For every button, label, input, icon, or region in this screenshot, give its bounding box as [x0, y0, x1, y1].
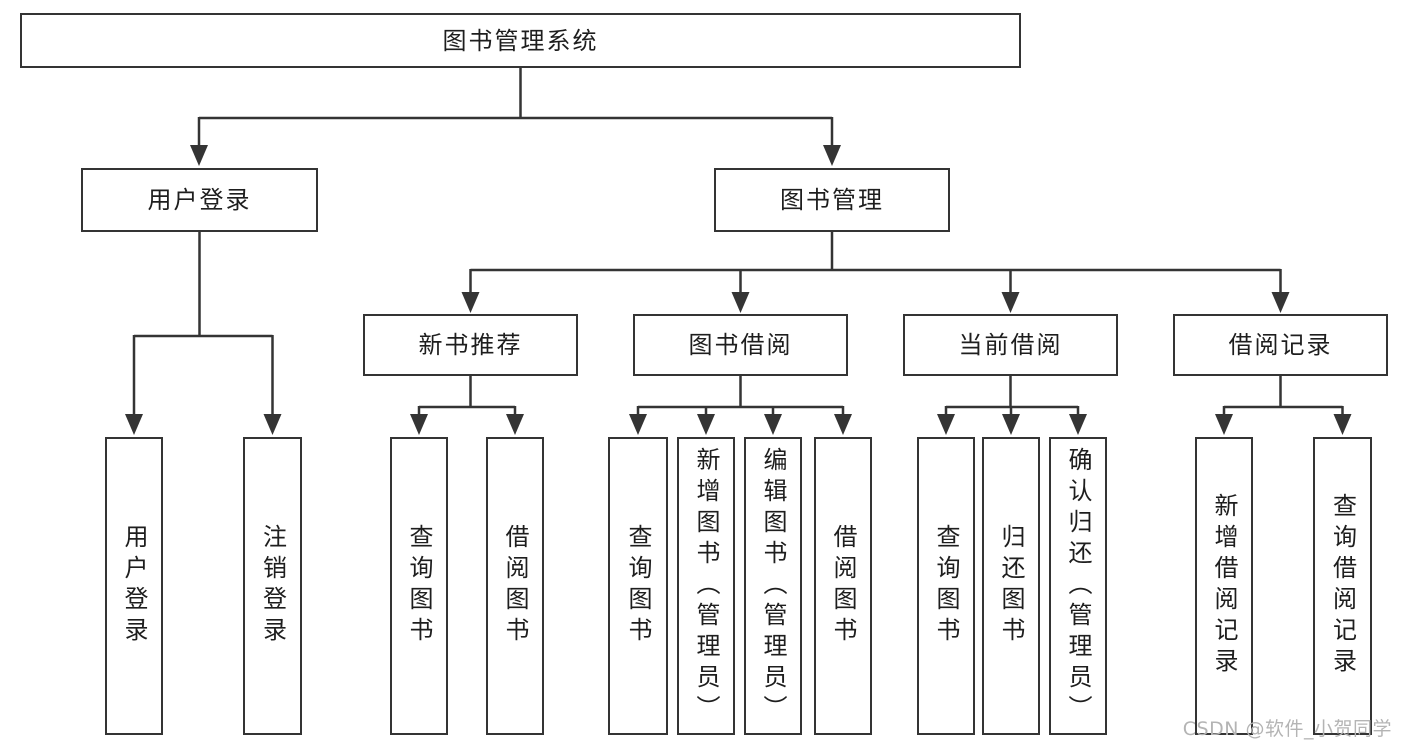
arrow-down-icon [697, 414, 715, 435]
node-borrow-records: 借阅记录 [1173, 314, 1388, 376]
leaf-recommend-borrow-books: 借阅图书 [486, 437, 544, 735]
arrow-down-icon [1069, 414, 1087, 435]
node-current-borrow: 当前借阅 [903, 314, 1118, 376]
arrow-down-icon [461, 292, 480, 313]
node-book-management-label: 图书管理 [780, 186, 884, 214]
leaf-borrow-query-books-label: 查询图书 [624, 524, 652, 648]
node-borrow-records-label: 借阅记录 [1228, 331, 1333, 359]
connector-records-group [1222, 376, 1344, 419]
node-book-borrow: 图书借阅 [633, 314, 848, 376]
connector-manage-group [469, 232, 1282, 297]
connector-recommend-group [417, 376, 517, 419]
leaf-user-login: 用户登录 [105, 437, 163, 735]
arrow-down-icon [731, 292, 750, 313]
leaf-recommend-query-books-label: 查询图书 [405, 524, 433, 648]
leaf-borrow-borrow-books-label: 借阅图书 [829, 524, 857, 648]
leaf-borrow-edit-books-admin-label: 编辑图书（管理员） [759, 446, 787, 726]
node-book-borrow-label: 图书借阅 [688, 331, 793, 359]
node-new-book-recommend-label: 新书推荐 [418, 331, 523, 359]
leaf-borrow-query-books: 查询图书 [608, 437, 668, 735]
connector-borrow-group [636, 376, 845, 419]
node-root-label: 图书管理系统 [442, 26, 599, 55]
leaf-records-add-record: 新增借阅记录 [1195, 437, 1253, 735]
node-user-login-label: 用户登录 [147, 186, 252, 214]
leaf-current-confirm-return-admin-label: 确认归还（管理员） [1064, 446, 1092, 726]
node-current-borrow-label: 当前借阅 [958, 331, 1063, 359]
leaf-records-add-record-label: 新增借阅记录 [1210, 493, 1238, 679]
connector-root-group [197, 68, 834, 150]
leaf-borrow-edit-books-admin: 编辑图书（管理员） [744, 437, 802, 735]
node-new-book-recommend: 新书推荐 [363, 314, 578, 376]
arrow-down-icon [1001, 292, 1020, 313]
arrow-down-icon [125, 414, 143, 435]
node-user-login: 用户登录 [81, 168, 318, 232]
arrow-down-icon [263, 414, 282, 435]
leaf-current-confirm-return-admin: 确认归还（管理员） [1049, 437, 1107, 735]
arrow-down-icon [1215, 414, 1233, 435]
arrow-down-icon [823, 145, 841, 166]
leaf-current-return-books-label: 归还图书 [997, 524, 1025, 648]
leaf-records-query-record: 查询借阅记录 [1313, 437, 1372, 735]
arrow-down-icon [190, 145, 208, 166]
leaf-user-login-label: 用户登录 [120, 524, 148, 648]
leaf-records-query-record-label: 查询借阅记录 [1328, 493, 1357, 679]
leaf-recommend-query-books: 查询图书 [390, 437, 448, 735]
node-root: 图书管理系统 [20, 13, 1021, 68]
leaf-borrow-add-books-admin-label: 新增图书（管理员） [692, 446, 720, 726]
leaf-borrow-borrow-books: 借阅图书 [814, 437, 872, 735]
connector-login-group [132, 232, 274, 419]
arrow-down-icon [1271, 292, 1290, 313]
leaf-logout: 注销登录 [243, 437, 302, 735]
arrow-down-icon [764, 414, 782, 435]
node-book-management: 图书管理 [714, 168, 950, 232]
arrow-down-icon [506, 414, 524, 435]
arrow-down-icons [125, 145, 1352, 435]
leaf-recommend-borrow-books-label: 借阅图书 [501, 524, 529, 648]
arrow-down-icon [1333, 414, 1352, 435]
leaf-logout-label: 注销登录 [258, 524, 287, 648]
arrow-down-icon [834, 414, 852, 435]
leaf-current-query-books: 查询图书 [917, 437, 975, 735]
arrow-down-icon [937, 414, 955, 435]
arrow-down-icon [629, 414, 647, 435]
leaf-current-query-books-label: 查询图书 [932, 524, 960, 648]
connector-current-group [944, 376, 1080, 419]
watermark-text: CSDN @软件_小贺同学 [1182, 718, 1392, 740]
leaf-borrow-add-books-admin: 新增图书（管理员） [677, 437, 735, 735]
leaf-current-return-books: 归还图书 [982, 437, 1040, 735]
arrow-down-icon [1002, 414, 1020, 435]
arrow-down-icon [410, 414, 428, 435]
